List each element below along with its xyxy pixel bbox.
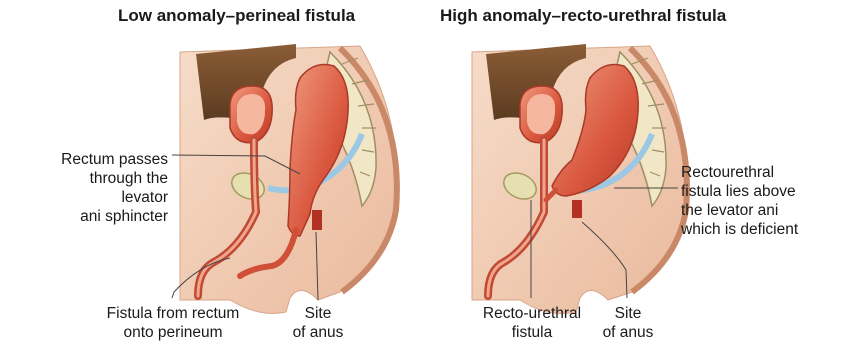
label-line: levator	[0, 188, 168, 207]
left-diagram	[172, 44, 397, 314]
label-line: which is deficient	[681, 220, 841, 239]
label-line: Site	[590, 304, 666, 323]
label-line: of anus	[280, 323, 356, 342]
left-anus-site	[312, 210, 322, 230]
label-line: through the	[0, 169, 168, 188]
left-label-fistula: Fistula from rectum onto perineum	[64, 304, 282, 342]
label-line: of anus	[590, 323, 666, 342]
right-diagram	[472, 44, 687, 314]
left-label-rectum-levator: Rectum passes through the levator ani sp…	[0, 150, 168, 226]
label-line: Rectum passes	[0, 150, 168, 169]
right-anus-site	[572, 200, 582, 218]
label-line: Fistula from rectum	[64, 304, 282, 323]
label-line: Recto-urethral	[462, 304, 602, 323]
right-label-site-of-anus: Site of anus	[590, 304, 666, 342]
label-line: onto perineum	[64, 323, 282, 342]
label-line: ani sphincter	[0, 207, 168, 226]
label-line: fistula	[462, 323, 602, 342]
right-label-fistula: Recto-urethral fistula	[462, 304, 602, 342]
label-line: fistula lies above	[681, 182, 841, 201]
label-line: the levator ani	[681, 201, 841, 220]
left-label-site-of-anus: Site of anus	[280, 304, 356, 342]
right-label-rectourethral: Rectourethral fistula lies above the lev…	[681, 163, 841, 239]
label-line: Site	[280, 304, 356, 323]
label-line: Rectourethral	[681, 163, 841, 182]
